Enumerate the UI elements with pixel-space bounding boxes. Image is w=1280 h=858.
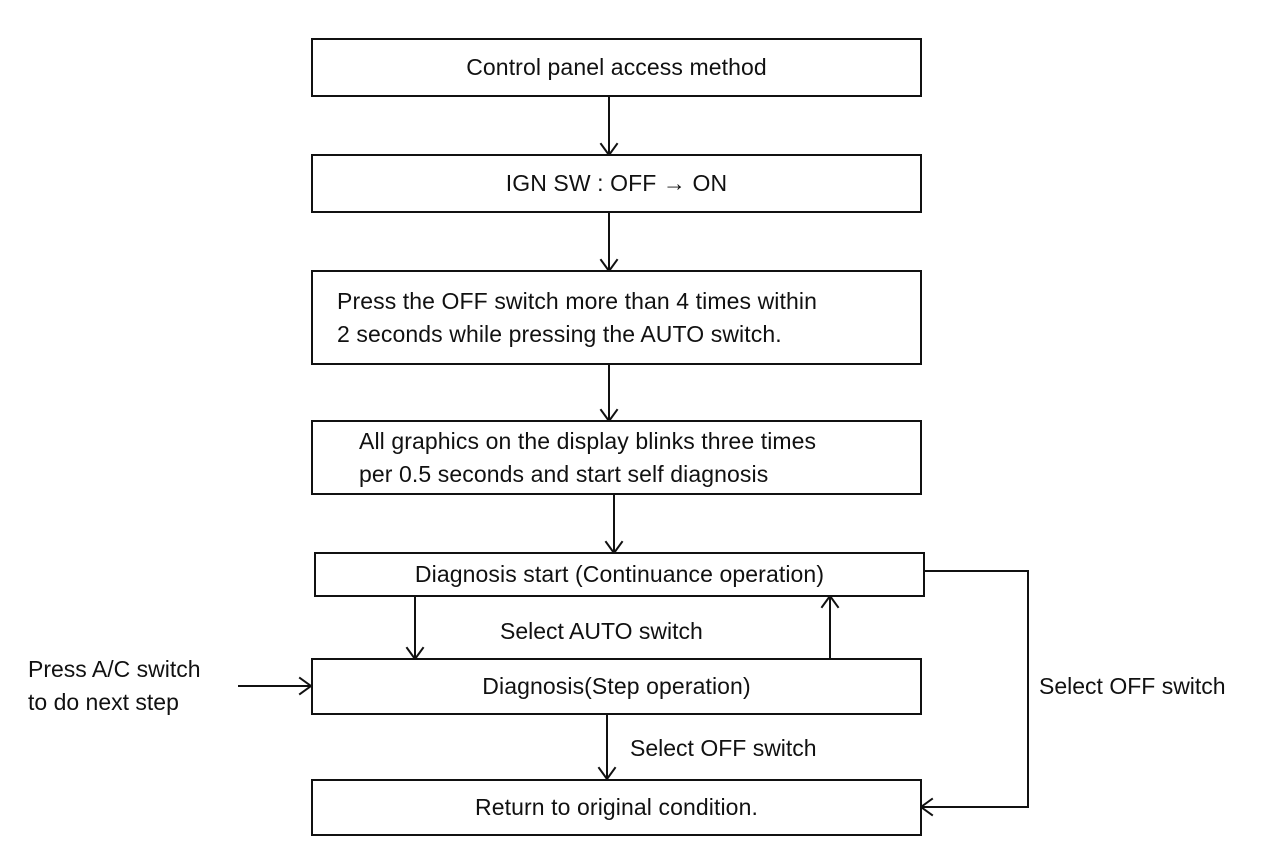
step-press-off-line-2: 2 seconds while pressing the AUTO switch… bbox=[337, 320, 782, 347]
step-press-off-switch: Press the OFF switch more than 4 times w… bbox=[311, 270, 922, 365]
step-press-off-line-1: Press the OFF switch more than 4 times w… bbox=[337, 287, 817, 314]
arrow-graphics-to-diagnosis-start bbox=[604, 494, 624, 555]
arrow-press-off-to-graphics bbox=[599, 364, 619, 423]
step-graphics-blink: All graphics on the display blinks three… bbox=[311, 420, 922, 495]
step-ign-switch: IGN SW : OFF → ON bbox=[311, 154, 922, 213]
step-return-original-text: Return to original condition. bbox=[475, 794, 758, 820]
step-graphics-line-1: All graphics on the display blinks three… bbox=[359, 427, 817, 454]
arrow-ign-to-press-off bbox=[599, 212, 619, 273]
label-select-off-bottom: Select OFF switch bbox=[630, 735, 817, 761]
arrow-start-to-return-via-right bbox=[919, 570, 1029, 817]
step-diagnosis-start-text: Diagnosis start (Continuance operation) bbox=[414, 561, 825, 587]
step-access-method-text: Control panel access method bbox=[466, 54, 767, 80]
arrow-access-to-ign bbox=[599, 96, 619, 157]
arrow-press-ac-to-step bbox=[238, 676, 313, 696]
step-return-original: Return to original condition. bbox=[311, 779, 922, 836]
step-diagnosis-start: Diagnosis start (Continuance operation) bbox=[314, 552, 925, 597]
step-graphics-line-2: per 0.5 seconds and start self diagnosis bbox=[359, 460, 769, 487]
label-select-off-right: Select OFF switch bbox=[1039, 673, 1226, 699]
label-press-ac-line-2: to do next step bbox=[28, 689, 179, 715]
step-diagnosis-step-text: Diagnosis(Step operation) bbox=[482, 673, 751, 699]
step-diagnosis-step: Diagnosis(Step operation) bbox=[311, 658, 922, 715]
arrow-start-to-step bbox=[405, 596, 425, 661]
step-ign-switch-text: IGN SW : OFF → ON bbox=[505, 170, 728, 196]
label-press-ac-line-1: Press A/C switch bbox=[28, 656, 201, 682]
step-access-method: Control panel access method bbox=[311, 38, 922, 97]
label-press-ac-switch: Press A/C switch to do next step bbox=[28, 653, 201, 719]
label-select-auto: Select AUTO switch bbox=[500, 618, 703, 644]
arrow-step-to-return bbox=[597, 714, 617, 781]
arrow-step-to-start bbox=[820, 594, 840, 658]
